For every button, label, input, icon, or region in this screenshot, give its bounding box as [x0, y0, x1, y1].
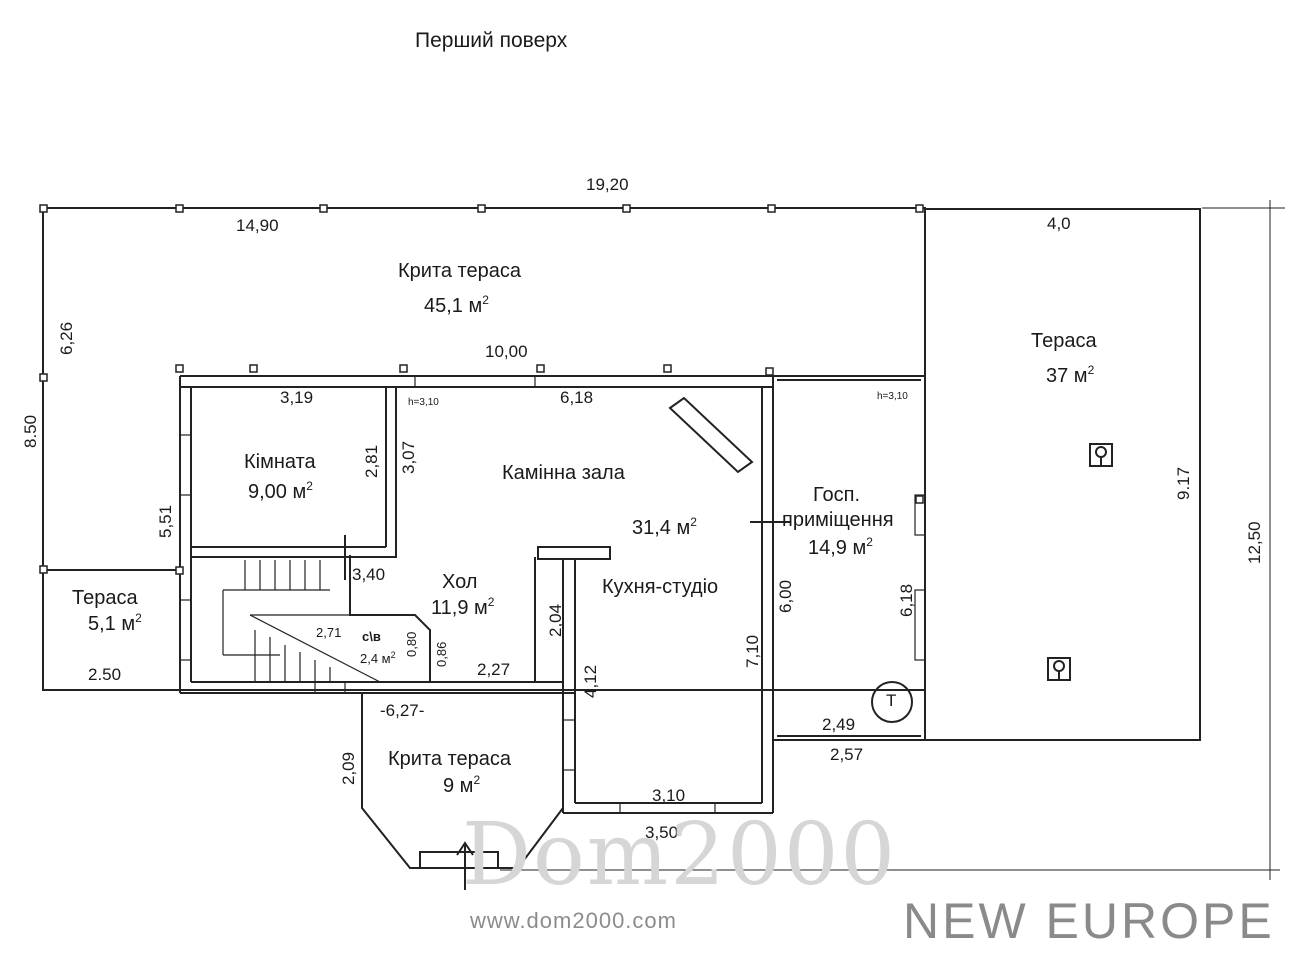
dimension-label: 6,18 — [560, 388, 594, 407]
dimension-label-vertical: 4,12 — [581, 664, 600, 698]
dimension-label-vertical: 6,18 — [897, 583, 916, 617]
boiler-symbol — [871, 681, 913, 723]
dimension-label: 3,50 — [645, 823, 679, 842]
room-name-kitchen: Кухня-студіо — [602, 576, 719, 598]
dimension-label: 2.50 — [88, 665, 122, 684]
room-name-fireplace-hall: Камінна зала — [502, 462, 625, 484]
room-name-terrace-left: Тераса — [72, 587, 138, 609]
dimension-label: 3,40 — [352, 565, 386, 584]
dimension-label: 2,71 — [316, 625, 342, 640]
room-area-utility: 14,9 м2 — [808, 535, 873, 559]
room-name-room: Кімната — [244, 451, 316, 473]
dimension-label: 2,27 — [477, 660, 511, 679]
room-name-terrace-right: Тераса — [1031, 330, 1097, 352]
light-fixture-icon — [1047, 657, 1071, 681]
room-name-hall: Хол — [442, 571, 478, 593]
dimension-label-vertical: 12,50 — [1245, 521, 1264, 564]
ceiling-height-label: h=3,10 — [408, 397, 439, 408]
dimension-label: 2,49 — [822, 715, 856, 734]
dimension-label-vertical: 6,00 — [776, 579, 795, 613]
room-area-wc: 2,4 м2 — [360, 650, 396, 666]
dimension-label: 19,20 — [586, 175, 629, 194]
dimension-label: 3,19 — [280, 388, 314, 407]
room-name-covered-terrace-bottom: Крита тераса — [388, 748, 511, 770]
brand-text: NEW EUROPE — [903, 893, 1275, 949]
light-fixture-icon — [1089, 443, 1113, 467]
room-area-covered-terrace-bottom: 9 м2 — [443, 773, 481, 797]
dimension-label: 10,00 — [485, 342, 528, 361]
watermark-logo: Dom2000 — [462, 805, 898, 905]
room-area-terrace-right: 37 м2 — [1046, 363, 1095, 387]
dimension-label-vertical: 3,07 — [399, 440, 418, 474]
dimension-label: 14,90 — [236, 216, 279, 235]
dimension-label-vertical: 7,10 — [743, 634, 762, 668]
page-title: Перший поверх — [415, 29, 568, 52]
room-area-hall: 11,9 м2 — [431, 595, 495, 619]
room-area-covered-terrace: 45,1 м2 — [424, 293, 489, 317]
dimension-label-vertical: 6,26 — [57, 321, 76, 355]
room-name-utility-1: Госп. — [813, 484, 861, 506]
windows — [179, 375, 926, 814]
watermark-url: www.dom2000.com — [470, 908, 677, 933]
dimension-label-vertical: 9.17 — [1174, 466, 1193, 500]
dimension-label-vertical: 0,80 — [404, 631, 419, 657]
dimension-label-vertical: 8.50 — [21, 414, 40, 448]
room-name-covered-terrace: Крита тераса — [398, 260, 521, 282]
room-name-wc: с\в — [362, 629, 381, 644]
dimension-label: 3,10 — [652, 786, 686, 805]
dimension-label: -6,27- — [380, 701, 425, 720]
room-area-fireplace-hall: 31,4 м2 — [632, 515, 697, 539]
room-name-utility-2: приміщення — [782, 509, 894, 531]
room-area-terrace-left: 5,1 м2 — [88, 611, 142, 635]
dimension-label-vertical: 5,51 — [156, 504, 175, 538]
columns — [39, 204, 924, 575]
terrace-right-outline — [924, 208, 1201, 741]
dimension-label-vertical: 2,04 — [546, 603, 565, 637]
dimension-label-vertical: 2,81 — [362, 444, 381, 478]
dimension-label-vertical: 0,86 — [434, 641, 449, 667]
ceiling-height-label: h=3,10 — [877, 391, 908, 402]
room-area-room: 9,00 м2 — [248, 479, 313, 503]
dimension-label: 4,0 — [1047, 214, 1071, 233]
utility-room-outline — [772, 375, 926, 741]
dimension-label: 2,57 — [830, 745, 864, 764]
boiler-label: T — [886, 691, 897, 710]
dimension-label-vertical: 2,09 — [339, 751, 358, 785]
